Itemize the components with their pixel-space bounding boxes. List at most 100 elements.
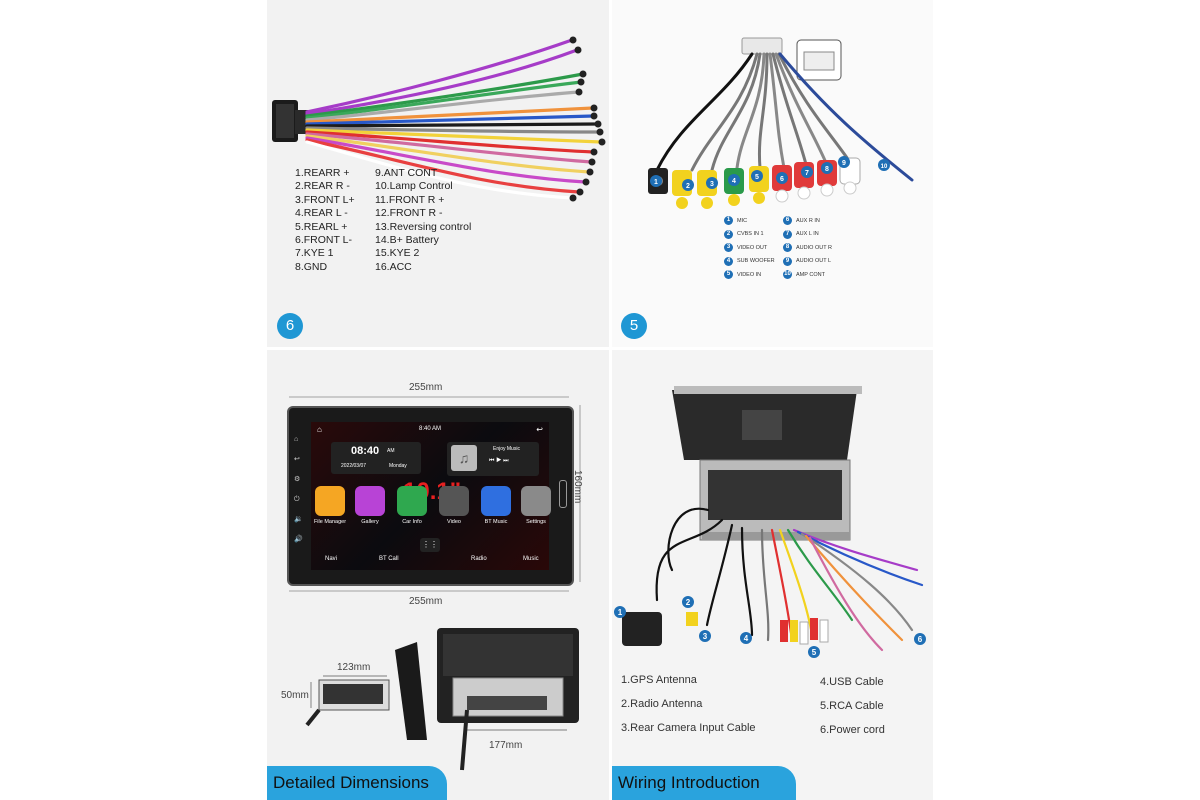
side-knob[interactable] (559, 480, 567, 508)
pin-label: 9.ANT CONT (375, 167, 438, 179)
pin-label: 3.FRONT L+ (295, 193, 355, 206)
wiring-legend-item: 2.Radio Antenna (621, 698, 703, 710)
dim-mount-height: 50mm (281, 690, 309, 701)
legend-number: 5 (724, 270, 733, 280)
music-note-icon: ♫ (451, 445, 477, 471)
app-video-icon[interactable] (439, 486, 469, 516)
legend-number: 8 (783, 243, 792, 253)
app-label: Video (447, 519, 461, 525)
legend-label: VIDEO OUT (737, 244, 768, 251)
pin-label: 14.B+ Battery (375, 234, 439, 247)
wiring-legend-item: 6.Power cord (820, 724, 885, 736)
wiring-legend-item: 3.Rear Camera Input Cable (621, 722, 756, 734)
pin-label: 4.REAR L - (295, 207, 348, 220)
pin-label: 10.Lamp Control (375, 180, 453, 193)
plug-number: 7 (805, 170, 809, 177)
legend-label: AUDIO OUT R (796, 244, 832, 251)
legend-number: 9 (783, 256, 792, 266)
legend-number: 2 (724, 229, 733, 239)
legend-label: AMP CONT (796, 271, 825, 278)
app-label: Settings (526, 519, 546, 525)
legend-number: 1 (724, 216, 733, 226)
pin-label: 7.KYE 1 (295, 247, 334, 260)
wiring-legend-item: 4.USB Cable (820, 676, 884, 688)
legend-label: AUX L IN (796, 231, 819, 238)
legend-label: AUDIO OUT L (796, 258, 832, 265)
callout-number: 2 (686, 598, 691, 607)
music-widget[interactable]: ♫ Enjoy Music ⏮ ▶ ⏭ (447, 442, 539, 476)
plug-number: 2 (686, 183, 690, 190)
dim-depth: 123mm (337, 662, 371, 673)
dim-width-bottom: 255mm (409, 596, 443, 607)
app-bt-music-icon[interactable] (481, 486, 511, 516)
home-icon[interactable]: ⌂ (317, 425, 322, 434)
back-icon[interactable]: ↩ (536, 425, 543, 434)
clock-date: 2022/03/07 (341, 463, 367, 469)
panel-badge: 6 (277, 313, 303, 339)
legend-label: AUX R IN (796, 217, 820, 224)
callout-number: 1 (618, 608, 623, 617)
wiring-illustration: 1 2 3 4 5 6 (614, 386, 926, 658)
legend-label: VIDEO IN (737, 271, 762, 278)
status-time: 8:40 AM (419, 426, 442, 432)
music-title: Enjoy Music (493, 446, 520, 452)
callout-number: 5 (812, 648, 817, 657)
pin-label: 6.FRONT L- (295, 234, 352, 247)
callout-number: 6 (918, 635, 923, 644)
pin-label: 16.ACC (375, 260, 412, 273)
iso-harness-illustration (272, 36, 606, 202)
callout-number: 4 (744, 634, 749, 643)
app-settings-icon[interactable] (521, 486, 551, 516)
dock-bt-call[interactable]: BT Call (379, 556, 399, 562)
dock-music[interactable]: Music (523, 556, 539, 562)
wiring-legend-col1: 1.GPS Antenna 2.Radio Antenna 3.Rear Cam… (621, 668, 756, 740)
dim-rear-width: 177mm (489, 740, 523, 751)
legend-number: 6 (783, 216, 792, 226)
app-car-info-icon[interactable] (397, 486, 427, 516)
app-file-manager-icon[interactable] (315, 486, 345, 516)
clock-time: 08:40 (351, 445, 380, 457)
legend-row: 6 AUX R IN (783, 214, 832, 228)
side-buttons: ⌂↩⚙⏻🔉🔊 (294, 436, 303, 543)
plug-number: 4 (732, 178, 736, 185)
rca-cable-illustration: 1 2 3 4 5 6 7 8 9 10 (648, 37, 914, 209)
plug-number: 5 (755, 174, 759, 181)
pin-label: 11.FRONT R + (375, 193, 445, 206)
legend-row: 5 VIDEO IN (724, 268, 775, 282)
clock-ampm: AM (387, 448, 395, 454)
rca-legend-col2: 6 AUX R IN 7 AUX L IN 8 AUDIO OUT R 9 AUDIO … (783, 214, 832, 282)
legend-number: 7 (783, 229, 792, 239)
pin-label: 2.REAR R - (295, 180, 350, 193)
plug-number: 1 (654, 179, 658, 186)
apps-grid-button[interactable]: ⋮⋮ (420, 538, 440, 552)
pin-list-col2: 9.ANT CONT 10.Lamp Control 11.FRONT R + … (375, 167, 471, 274)
pin-label: 1.REARR + (295, 167, 350, 179)
legend-number: 10 (783, 270, 792, 280)
dock-radio[interactable]: Radio (471, 556, 487, 562)
plug-number: 6 (780, 176, 784, 183)
plug-number: 3 (710, 181, 714, 188)
wiring-panel: 1 2 3 4 5 6 1.GPS Antenna 2.Radio Antenn… (612, 350, 933, 800)
section-tab-wiring: Wiring Introduction (612, 766, 796, 800)
legend-row: 9 AUDIO OUT L (783, 255, 832, 269)
clock-widget[interactable]: 08:40 AM 2022/03/07 Monday (331, 442, 421, 474)
wiring-legend-item: 1.GPS Antenna (621, 674, 697, 686)
app-gallery-icon[interactable] (355, 486, 385, 516)
clock-weekday: Monday (389, 463, 407, 469)
wiring-legend-item: 5.RCA Cable (820, 700, 884, 712)
head-unit-front: 8:40 AM ⌂ ↩ 08:40 AM 2022/03/07 Monday ♫… (287, 406, 574, 586)
legend-row: 8 AUDIO OUT R (783, 241, 832, 255)
app-label: BT Music (484, 519, 508, 525)
legend-number: 4 (724, 256, 733, 266)
dock-navi[interactable]: Navi (325, 556, 338, 562)
media-controls-icon[interactable]: ⏮ ▶ ⏭ (489, 458, 509, 464)
section-tab-dimensions: Detailed Dimensions (267, 766, 447, 800)
pin-label: 8.GND (295, 260, 328, 273)
pin-label: 15.KYE 2 (375, 247, 420, 260)
legend-number: 3 (724, 243, 733, 253)
dim-height-side: 160mm (572, 470, 583, 504)
